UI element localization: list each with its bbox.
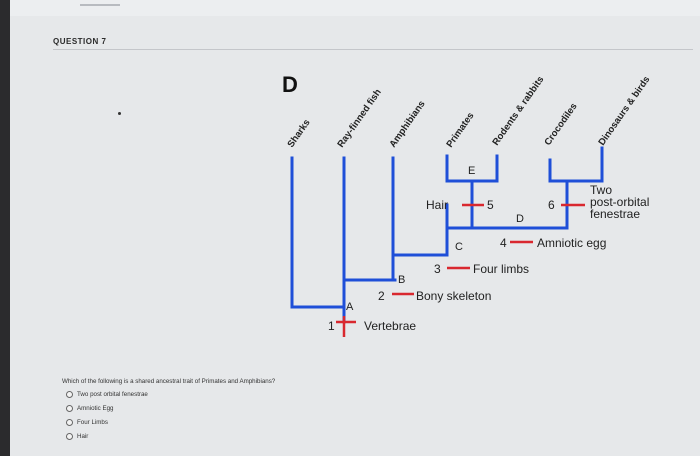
trait-label-2: Bony skeleton (416, 289, 491, 303)
taxon-dinosaurs-birds: Dinosaurs & birds (596, 74, 652, 147)
radio-button[interactable] (66, 433, 73, 440)
taxon-rodents-rabbits: Rodents & rabbits (490, 74, 546, 147)
trait-6-line-3: fenestrae (590, 207, 640, 221)
page (10, 16, 700, 456)
trait-label-5: Hair (426, 198, 448, 212)
option-four-limbs[interactable]: Four Limbs (66, 419, 108, 426)
taxon-primates: Primates (444, 111, 476, 150)
node-c: C (455, 241, 463, 253)
trait-num-1: 1 (328, 319, 335, 333)
branch-reptiles (548, 146, 604, 183)
trait-num-2: 2 (378, 289, 385, 303)
taxon-ray-finned-fish: Ray-finned fish (335, 87, 383, 150)
taxon-amphibians: Amphibians (387, 99, 427, 150)
node-e: E (468, 165, 475, 177)
top-strip (10, 0, 700, 16)
radio-button[interactable] (66, 391, 73, 398)
stray-dot (118, 112, 121, 115)
node-a: A (346, 301, 354, 313)
option-two-post-orbital[interactable]: Two post orbital fenestrae (66, 391, 148, 398)
trait-num-4: 4 (500, 236, 507, 250)
trait-num-5: 5 (487, 198, 494, 212)
option-hair[interactable]: Hair (66, 433, 88, 440)
option-label: Four Limbs (77, 419, 108, 426)
trait-label-4: Amniotic egg (537, 236, 606, 250)
branch-ray-finned-fish (342, 156, 397, 282)
question-header: QUESTION 7 (53, 37, 107, 46)
trait-num-3: 3 (434, 262, 441, 276)
radio-button[interactable] (66, 419, 73, 426)
taxon-sharks: Sharks (285, 117, 312, 149)
trait-label-1: Vertebrae (364, 319, 416, 333)
node-d: D (516, 213, 524, 225)
question-text: Which of the following is a shared ances… (62, 378, 276, 385)
left-band (0, 0, 10, 456)
node-b: B (398, 274, 405, 286)
option-label: Two post orbital fenestrae (77, 391, 148, 398)
option-label: Hair (77, 433, 89, 440)
header-rule (53, 49, 693, 50)
trait-6-line-2: post-orbital (590, 195, 649, 209)
trait-num-6: 6 (548, 198, 555, 212)
option-amniotic-egg[interactable]: Amniotic Egg (66, 405, 113, 412)
diagram-title: D (282, 72, 298, 97)
top-strip-line (80, 4, 120, 6)
trait-6-line-1: Two (590, 183, 612, 197)
taxon-crocodiles: Crocodiles (542, 101, 579, 148)
radio-button[interactable] (66, 405, 73, 412)
trait-label-3: Four limbs (473, 262, 529, 276)
branch-sharks (290, 156, 346, 309)
option-label: Amniotic Egg (77, 405, 114, 412)
